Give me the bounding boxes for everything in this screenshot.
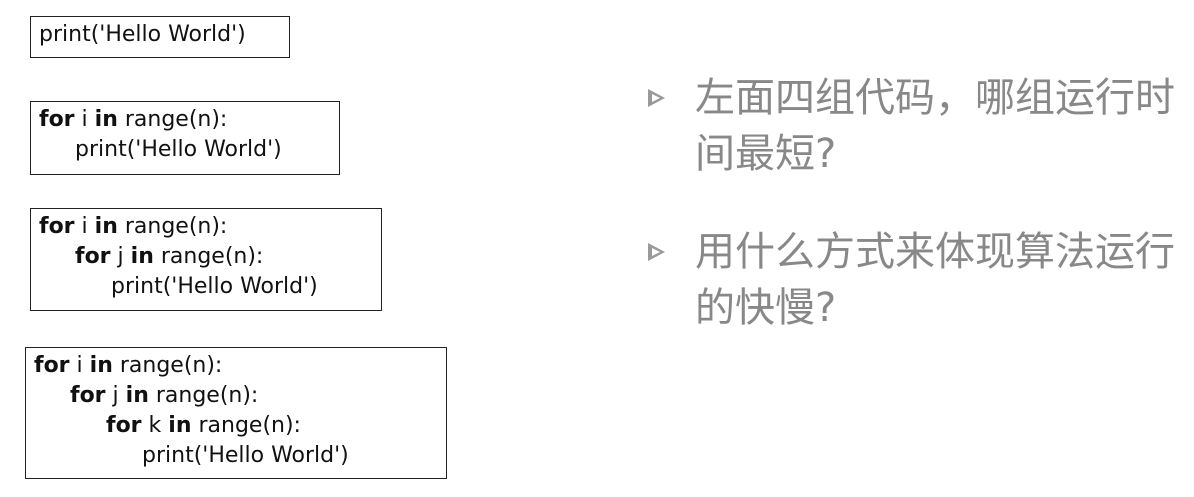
- code-text: i: [69, 353, 90, 378]
- code-text: i: [74, 107, 95, 132]
- code-line: for k in range(n):: [34, 411, 438, 441]
- code-block-2: for i in range(n):print('Hello World'): [30, 101, 340, 175]
- code-text: range(n):: [191, 413, 301, 438]
- code-line: for j in range(n):: [39, 242, 373, 272]
- code-text: j: [105, 383, 126, 408]
- code-keyword: in: [94, 214, 118, 239]
- code-block-4: for i in range(n):for j in range(n):for …: [25, 347, 447, 479]
- code-keyword: in: [89, 353, 113, 378]
- code-line: for i in range(n):: [39, 105, 331, 135]
- triangle-bullet-icon: [648, 243, 665, 261]
- question-item: 用什么方式来体现算法运行的快慢?: [645, 224, 1185, 336]
- code-text: range(n):: [117, 214, 228, 239]
- code-block-1: print('Hello World'): [30, 16, 290, 58]
- code-line: print('Hello World'): [34, 441, 438, 471]
- code-keyword: for: [39, 107, 75, 132]
- code-keyword: in: [94, 107, 118, 132]
- code-keyword: for: [39, 214, 75, 239]
- code-text: range(n):: [117, 107, 228, 132]
- code-text: print('Hello World'): [142, 443, 349, 468]
- code-keyword: in: [130, 244, 154, 269]
- code-text: print('Hello World'): [39, 22, 246, 47]
- question-item: 左面四组代码，哪组运行时间最短?: [645, 70, 1185, 182]
- code-text: range(n):: [112, 353, 223, 378]
- code-text: j: [110, 244, 131, 269]
- code-keyword: for: [106, 413, 142, 438]
- code-line: for j in range(n):: [34, 381, 438, 411]
- code-text: print('Hello World'): [75, 137, 282, 162]
- code-keyword: for: [70, 383, 106, 408]
- question-text: 用什么方式来体现算法运行的快慢?: [695, 229, 1175, 331]
- code-line: for i in range(n):: [34, 351, 438, 381]
- triangle-bullet-icon: [648, 89, 665, 107]
- code-line: for i in range(n):: [39, 212, 373, 242]
- code-text: print('Hello World'): [111, 274, 318, 299]
- code-text: range(n):: [153, 244, 264, 269]
- code-text: range(n):: [148, 383, 259, 408]
- code-keyword: in: [125, 383, 149, 408]
- code-text: k: [141, 413, 169, 438]
- code-keyword: in: [168, 413, 192, 438]
- code-line: print('Hello World'): [39, 272, 373, 302]
- question-text: 左面四组代码，哪组运行时间最短?: [695, 75, 1175, 177]
- code-line: print('Hello World'): [39, 135, 331, 165]
- code-text: i: [74, 214, 95, 239]
- code-keyword: for: [34, 353, 70, 378]
- code-keyword: for: [75, 244, 111, 269]
- code-block-3: for i in range(n):for j in range(n):prin…: [30, 208, 382, 311]
- question-list: 左面四组代码，哪组运行时间最短? 用什么方式来体现算法运行的快慢?: [645, 70, 1185, 378]
- code-line: print('Hello World'): [39, 20, 281, 50]
